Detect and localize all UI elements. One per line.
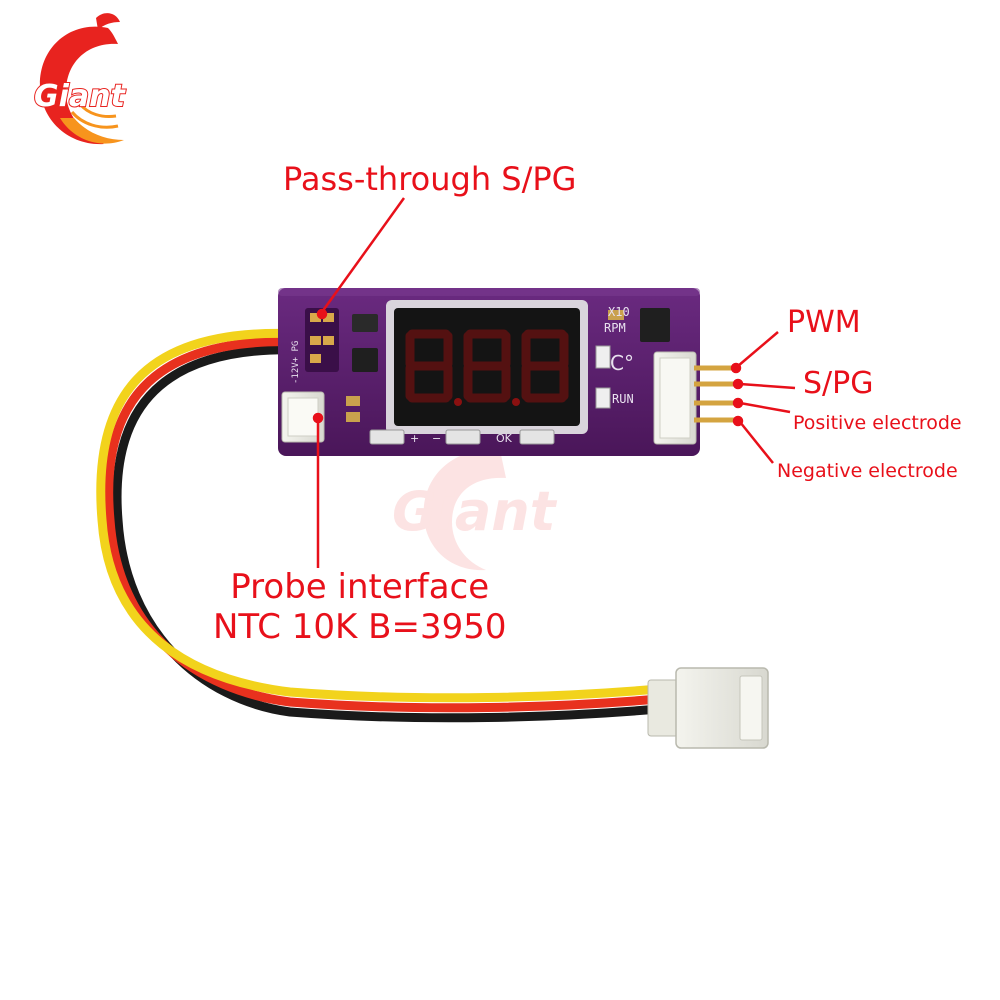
board-buttons: + − OK [369,429,555,445]
callout-lines [312,197,796,568]
celsius-label: C° [610,351,634,375]
pwm-label: PWM [787,305,861,340]
pass-through-label: Pass-through S/PG [283,160,577,198]
probe-line-1: Probe interface [230,567,490,607]
rpm-label: RPM [604,321,626,335]
ok-label: OK [496,432,513,445]
x10-label: X10 [608,305,630,319]
watermark: Giant [392,449,558,571]
probe-interface-label: Probe interface NTC 10K B=3950 [213,567,506,647]
plus-label: + [410,432,419,445]
positive-electrode-label: Positive electrode [793,412,962,434]
fan-connector [647,667,769,749]
pin-silkscreen: -12V+ PG [291,341,301,384]
spg-label: S/PG [803,366,874,401]
brand-logo: Giant [33,13,128,145]
seven-segment-display [386,300,588,434]
fan-header [653,351,738,445]
logo-lettering: Giant [34,79,127,114]
svg-text:Giant: Giant [392,480,558,543]
run-label: RUN [612,392,634,406]
probe-connector [281,391,325,443]
minus-label: − [432,432,441,445]
fan-wires [96,328,675,723]
pcb-board: -12V+ PG X10 RPM C° RUN [278,288,738,456]
negative-electrode-label: Negative electrode [777,460,958,482]
probe-line-2: NTC 10K B=3950 [213,607,507,647]
